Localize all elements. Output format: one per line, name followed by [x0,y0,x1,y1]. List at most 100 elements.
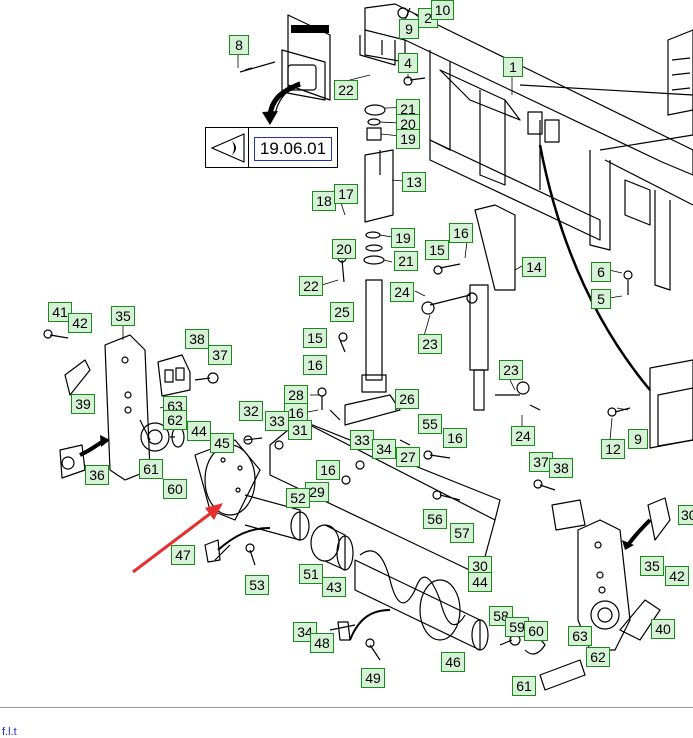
callout-63-right[interactable]: 63 [568,626,592,646]
callout-45[interactable]: 45 [210,433,234,453]
reference-page-box[interactable]: 19.06.01 [205,127,338,168]
callout-26[interactable]: 26 [395,389,419,409]
callout-24-lower[interactable]: 24 [511,426,535,446]
guide-curve-left [217,527,271,551]
callout-38-right[interactable]: 38 [549,458,573,478]
callout-12[interactable]: 12 [601,439,625,459]
callout-16-lower[interactable]: 16 [303,355,327,375]
callout-60-right[interactable]: 60 [524,621,548,641]
auger-assembly [194,439,489,651]
callout-49[interactable]: 49 [361,668,385,688]
callout-56[interactable]: 56 [423,509,447,529]
callout-28[interactable]: 28 [284,385,308,405]
hydraulic-cylinder [421,204,541,411]
callout-44-right[interactable]: 44 [468,572,492,592]
callout-61-right[interactable]: 61 [512,676,536,696]
right-cover-box [649,359,693,449]
callout-27[interactable]: 27 [396,447,420,467]
callout-57[interactable]: 57 [450,523,474,543]
callout-10[interactable]: 10 [431,0,454,20]
callout-35-left[interactable]: 35 [111,306,135,326]
callout-31[interactable]: 31 [288,420,312,440]
callout-6[interactable]: 6 [591,262,611,282]
housing-arrow-left-head [100,435,110,447]
callout-4[interactable]: 4 [398,53,418,73]
callout-29[interactable]: 29 [305,482,329,502]
callout-62-right[interactable]: 62 [586,647,610,667]
callout-22-top[interactable]: 22 [334,80,358,100]
callout-42-left[interactable]: 42 [68,313,92,333]
callout-53[interactable]: 53 [245,575,269,595]
callout-51[interactable]: 51 [299,564,323,584]
callout-42-right[interactable]: 42 [665,566,689,586]
callout-8[interactable]: 8 [229,35,249,55]
callout-23-lower[interactable]: 23 [499,360,523,380]
callout-19-top[interactable]: 19 [396,129,420,149]
reference-arrow-head [262,111,278,125]
callout-40[interactable]: 40 [651,619,675,639]
callout-60-left[interactable]: 60 [163,479,187,499]
callout-13[interactable]: 13 [402,172,426,192]
callout-19-mid[interactable]: 19 [391,228,415,248]
callout-37-left[interactable]: 37 [208,345,232,365]
bearing-bracket-left [157,354,191,397]
callout-52[interactable]: 52 [286,488,310,508]
footer-link[interactable]: f.l.t [2,726,17,738]
routing-line [538,144,651,391]
callout-16-c55[interactable]: 16 [443,428,467,448]
callout-36[interactable]: 36 [85,465,109,485]
callout-47[interactable]: 47 [171,545,195,565]
callout-39[interactable]: 39 [71,394,95,414]
callout-25[interactable]: 25 [330,302,354,322]
main-frame-beam [359,3,693,291]
callout-20-mid[interactable]: 20 [332,239,356,259]
callout-23-upper[interactable]: 23 [418,334,442,354]
callout-15-lower[interactable]: 15 [303,328,327,348]
right-gearbox-housing [551,497,671,651]
callout-46[interactable]: 46 [441,652,465,672]
callout-43[interactable]: 43 [322,577,346,597]
small-fittings [43,7,633,691]
callout-21-mid[interactable]: 21 [394,251,418,271]
housing-arrow-right-head [622,540,634,550]
callout-15-upper[interactable]: 15 [425,240,449,260]
guide-curve-right [349,609,391,641]
callout-9-top[interactable]: 9 [399,19,419,39]
callout-55[interactable]: 55 [418,414,442,434]
callout-38-left[interactable]: 38 [185,329,209,349]
cover-bulb-glyph [291,25,329,33]
callout-16-upper[interactable]: 16 [449,223,473,243]
callout-30-mid[interactable]: 30 [468,556,492,576]
callout-1[interactable]: 1 [503,57,523,77]
callout-14[interactable]: 14 [522,257,546,277]
callout-34-upper[interactable]: 34 [372,439,396,459]
callout-59[interactable]: 59 [505,617,529,637]
callout-24-upper[interactable]: 24 [390,282,414,302]
reference-page-code[interactable]: 19.06.01 [254,137,332,161]
callout-35-right[interactable]: 35 [640,556,664,576]
callout-18[interactable]: 18 [312,191,336,211]
pivot-column [361,104,394,393]
callout-16-c27[interactable]: 16 [316,460,340,480]
callout-9-right[interactable]: 9 [628,429,648,449]
callout-48[interactable]: 48 [310,633,334,653]
footer-divider [0,707,693,708]
callout-5[interactable]: 5 [591,289,611,309]
red-annotation-arrow [132,503,223,574]
callout-61-left[interactable]: 61 [139,459,163,479]
callout-30-right[interactable]: 30 [678,505,693,525]
housing-arrow-right [626,518,652,547]
callout-33-lower[interactable]: 33 [350,430,374,450]
callout-44-left[interactable]: 44 [187,421,211,441]
reference-arrow [267,81,301,116]
eye-icon [210,128,249,167]
callout-32[interactable]: 32 [239,401,263,421]
callout-41-left[interactable]: 41 [48,302,72,322]
leader-lines [79,11,629,441]
callout-17[interactable]: 17 [334,184,358,204]
callout-33-upper[interactable]: 33 [265,411,289,431]
callout-62-left[interactable]: 62 [163,410,187,430]
callout-22-mid[interactable]: 22 [299,276,323,296]
